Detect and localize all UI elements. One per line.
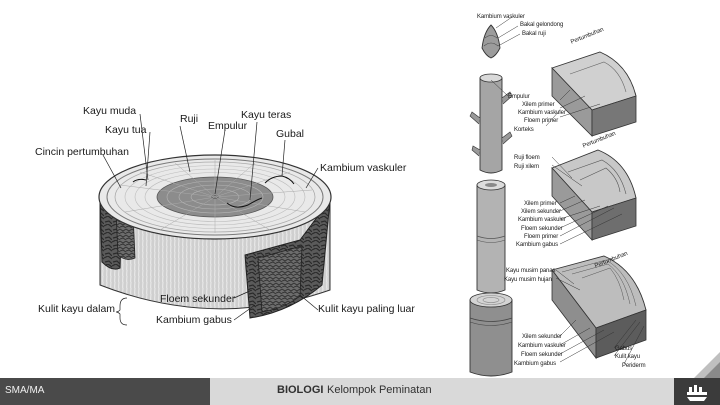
label-gubal: Gubal: [276, 128, 305, 140]
label-kayu-musim-hujan: Kayu musim hujan: [504, 277, 552, 283]
label-gabus: Gabus: [615, 346, 633, 352]
label-bakal-ruji: Bakal ruji: [522, 31, 546, 37]
label-floem-primer: Floem primer: [524, 118, 559, 124]
footer-subject-panel: BIOLOGI Kelompok Peminatan: [210, 378, 674, 405]
label-korteks: Korteks: [514, 127, 534, 133]
label-floem-sekunder: Floem sekunder: [521, 226, 563, 232]
label-kambium-gabus-2: Kambium gabus: [514, 361, 557, 367]
label-floem-sekunder-2: Floem sekunder: [521, 352, 563, 358]
label-xilem-sekunder: Xilem sekunder: [521, 209, 561, 215]
footer-subject-rest: Kelompok Peminatan: [327, 384, 432, 396]
stem-secondary: [476, 184, 506, 294]
label-cincin-pertumbuhan: Cincin pertumbuhan: [35, 146, 129, 158]
label-kambium-gabus: Kambium gabus: [516, 242, 559, 248]
label-stem-empulur: Empulur: [508, 94, 530, 100]
corner-decoration: [694, 352, 720, 378]
label-kayu-musim-panas: Kayu musim panas: [506, 268, 556, 274]
label-kulit-kayu-dalam: Kulit kayu dalam: [38, 303, 116, 315]
label-floem-primer-2: Floem primer: [524, 234, 559, 240]
label-kulit-kayu: Kulit kayu: [615, 354, 641, 360]
label-kayu-tua: Kayu tua: [105, 124, 147, 136]
footer-level-text: SMA/MA: [5, 385, 45, 396]
label-kambium-vaskuler-3: Kambium vaskuler: [518, 217, 566, 223]
label-kayu-teras: Kayu teras: [241, 109, 292, 121]
label-xilem-primer-2: Xilem primer: [524, 201, 557, 207]
footer-bar: SMA/MA BIOLOGI Kelompok Peminatan: [0, 378, 720, 405]
label-kambium-vaskuler: Kambium vaskuler: [320, 162, 407, 174]
label-kambium-vaskuler-4: Kambium vaskuler: [518, 343, 566, 349]
footer-subject-bold: BIOLOGI: [277, 384, 324, 396]
label-xilem-primer: Xilem primer: [522, 102, 555, 108]
footer-level-panel: SMA/MA: [0, 378, 210, 405]
label-ruji-xilem: Ruji xilem: [514, 164, 540, 170]
label-floem-sekunder: Floem sekunder: [160, 293, 236, 305]
label-bakal-gelondong: Bakal gelondong: [520, 22, 564, 28]
publisher-logo-icon: [687, 385, 707, 401]
label-stem-kambium-vaskuler: Kambium vaskuler: [477, 14, 525, 20]
stem-young: [479, 77, 503, 174]
label-empulur: Empulur: [208, 120, 248, 132]
label-kambium-vaskuler-2: Kambium vaskuler: [518, 110, 566, 116]
label-xilem-sekunder-2: Xilem sekunder: [522, 334, 562, 340]
stem-bud: [481, 24, 501, 59]
label-kambium-gabus: Kambium gabus: [156, 314, 232, 326]
stem-mature: [469, 299, 513, 377]
label-kulit-kayu-paling-luar: Kulit kayu paling luar: [318, 303, 415, 315]
label-ruji-floem: Ruji floem: [514, 155, 540, 161]
footer-logo-panel: [674, 378, 720, 405]
label-ruji: Ruji: [180, 113, 199, 125]
label-periderm: Periderm: [622, 363, 646, 369]
label-kayu-muda: Kayu muda: [83, 105, 137, 117]
